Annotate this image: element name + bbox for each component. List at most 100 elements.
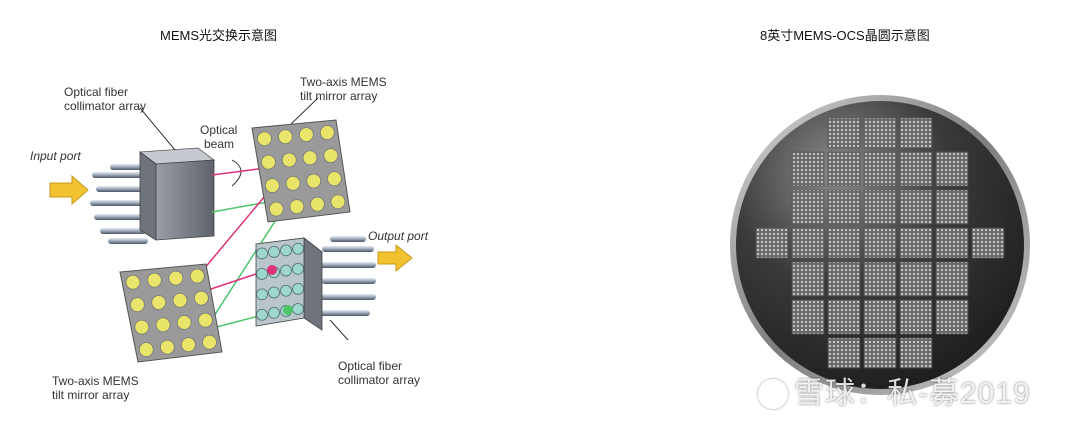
- mirror-top-label-2: tilt mirror array: [300, 89, 377, 103]
- mems-mirror: [189, 268, 205, 284]
- wafer-die: [899, 189, 933, 225]
- collimator-lens: [256, 288, 268, 301]
- mems-mirror: [281, 152, 297, 168]
- wafer-die: [827, 299, 861, 335]
- output-collimator-block: [255, 237, 324, 331]
- wafer-die: [899, 151, 933, 187]
- collimator-lens: [280, 264, 292, 277]
- mems-mirror: [327, 171, 342, 187]
- collimator-lens: [268, 286, 280, 299]
- mems-mirror: [289, 199, 305, 214]
- collimator-lens: [256, 268, 268, 280]
- mems-mirror: [147, 272, 162, 288]
- collimator-lens: [280, 244, 292, 257]
- mems-mirror: [198, 312, 213, 328]
- wafer-die: [899, 117, 933, 149]
- collimator-top-label-1: Optical fiber: [64, 85, 128, 99]
- wafer-die: [899, 299, 933, 335]
- wafer-die: [863, 117, 897, 149]
- mems-mirror: [298, 127, 314, 142]
- mems-mirror: [330, 194, 346, 210]
- collimator-lens: [292, 283, 304, 295]
- wafer-die: [827, 117, 861, 149]
- mems-mirror: [261, 154, 276, 170]
- mems-mirror: [168, 270, 184, 286]
- collimator-lens: [280, 284, 292, 297]
- left-panel-title: MEMS光交换示意图: [160, 28, 278, 43]
- mems-switch-diagram: Optical fiber collimator array Two-axis …: [30, 75, 429, 402]
- wafer-die: [827, 151, 861, 187]
- wafer-die: [827, 227, 861, 259]
- collimator-lens: [256, 308, 268, 321]
- wafer-die: [755, 227, 789, 259]
- output-arrow: [377, 243, 413, 273]
- wafer-die: [935, 189, 969, 225]
- wafer-die: [935, 299, 969, 335]
- green-beam-spot: [283, 305, 293, 315]
- right-panel-title: 8英寸MEMS-OCS晶圆示意图: [760, 28, 930, 43]
- mems-mirror: [310, 196, 325, 212]
- beam-curve: [231, 159, 242, 187]
- wafer-die: [827, 261, 861, 297]
- mems-mirror: [151, 295, 167, 310]
- mems-ocs-wafer-image: [730, 95, 1030, 395]
- mems-mirror: [134, 319, 150, 335]
- wafer-die: [899, 261, 933, 297]
- collimator-bottom-label-1: Optical fiber: [338, 359, 402, 373]
- wafer-die: [791, 299, 825, 335]
- mems-mirror: [285, 175, 301, 191]
- input-collimator-block: [138, 147, 216, 241]
- wafer-die: [863, 337, 897, 369]
- wafer-die: [971, 227, 1005, 259]
- wafer-die: [863, 261, 897, 297]
- wafer-die: [791, 151, 825, 187]
- collimator-lens: [268, 306, 280, 319]
- wafer-die: [863, 299, 897, 335]
- mems-mirror: [306, 173, 322, 189]
- wafer-die: [935, 227, 969, 259]
- wafer-die: [863, 189, 897, 225]
- mems-mirror: [278, 129, 293, 145]
- optical-beam-label-1: Optical: [200, 123, 237, 137]
- mems-mirror: [193, 290, 209, 306]
- mirror-top-label-1: Two-axis MEMS: [300, 75, 387, 89]
- mems-mirror: [264, 178, 280, 193]
- collimator-bottom-label-2: collimator array: [338, 373, 420, 387]
- optical-beam-label-2: beam: [204, 137, 234, 151]
- mems-mirror: [202, 334, 217, 350]
- input-fiber-bundle: [90, 164, 148, 244]
- mems-mirror: [181, 337, 196, 353]
- wafer-die: [827, 337, 861, 369]
- mems-mirror: [172, 292, 188, 308]
- mems-mirror: [257, 131, 272, 147]
- wafer-die: [935, 261, 969, 297]
- wafer-die: [899, 337, 933, 369]
- wafer-die: [899, 227, 933, 259]
- mems-mirror: [268, 201, 284, 217]
- wafer-die: [935, 151, 969, 187]
- collimator-lens: [268, 246, 280, 258]
- wafer-die: [863, 151, 897, 187]
- mems-mirror: [159, 339, 175, 355]
- mems-mirror: [130, 297, 145, 313]
- wafer-die: [791, 189, 825, 225]
- output-fiber-bundle: [318, 236, 376, 316]
- mems-mirror: [155, 317, 171, 333]
- input-port-label: Input port: [30, 149, 81, 163]
- top-mems-mirror-array: [251, 119, 351, 223]
- wafer-die: [791, 261, 825, 297]
- input-arrow: [49, 174, 89, 206]
- bottom-mems-mirror-array: [119, 263, 223, 363]
- mirror-bottom-label-2: tilt mirror array: [52, 388, 129, 402]
- collimator-lens: [256, 247, 268, 260]
- collimator-top-label-2: collimator array: [64, 99, 146, 113]
- mems-mirror: [125, 274, 141, 290]
- output-port-label: Output port: [368, 229, 429, 243]
- xueqiu-logo-icon: [758, 379, 788, 409]
- collimator-lens: [292, 242, 304, 255]
- watermark: 雪球：私-募2019: [758, 368, 1031, 412]
- collimator-lens: [292, 262, 304, 275]
- watermark-text: 雪球：私-募2019: [794, 377, 1031, 410]
- wafer-die: [863, 227, 897, 259]
- mems-mirror: [176, 315, 192, 330]
